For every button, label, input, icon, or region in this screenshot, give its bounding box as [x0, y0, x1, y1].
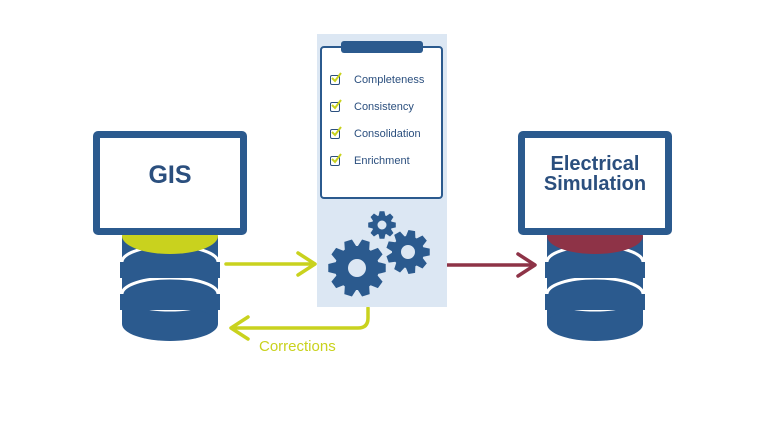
checkbox-icon [330, 153, 342, 166]
simulation-monitor-icon: Electrical Simulation [518, 131, 672, 235]
gis-label: GIS [148, 161, 192, 189]
simulation-database-icon [545, 218, 645, 341]
checklist-item: Consolidation [330, 126, 421, 142]
corrections-label: Corrections [259, 338, 336, 355]
gis-monitor-icon: GIS [93, 131, 247, 235]
arrow-right-icon [224, 251, 317, 277]
checklist-label: Consistency [354, 101, 414, 113]
checklist-label: Enrichment [354, 155, 410, 167]
checklist-item: Completeness [330, 72, 424, 88]
checklist-label: Completeness [354, 74, 425, 86]
checkbox-icon [330, 99, 342, 112]
checkbox-icon [330, 126, 342, 139]
checklist-item: Consistency [330, 99, 414, 115]
gis-database-icon [120, 218, 220, 341]
arrow-left-icon [229, 306, 370, 341]
checklist-item: Enrichment [330, 153, 410, 169]
clipboard-sheet [320, 46, 443, 199]
checkbox-icon [330, 72, 342, 85]
simulation-label: Electrical Simulation [543, 153, 647, 195]
checklist-label: Consolidation [354, 128, 421, 140]
clipboard-icon [341, 41, 423, 53]
arrow-right-icon [444, 252, 537, 278]
